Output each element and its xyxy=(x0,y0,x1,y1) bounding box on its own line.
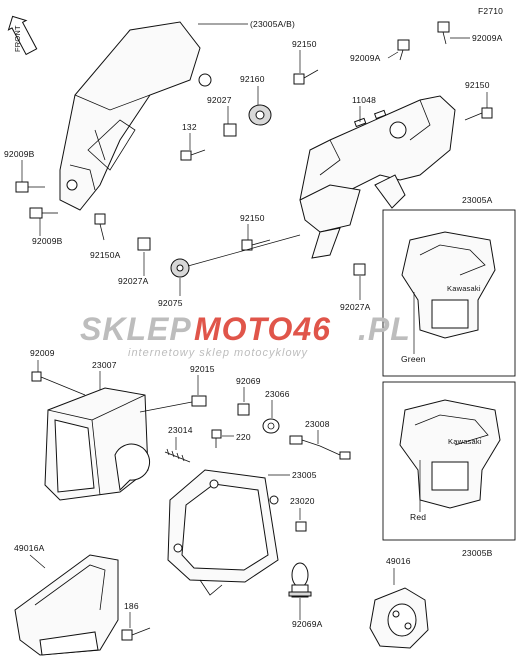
rubber-cover-49016 xyxy=(369,587,429,649)
part-92160-label: 92160 xyxy=(240,74,265,84)
watermark-suffix: .PL xyxy=(358,311,411,347)
svg-text:Kawasaki: Kawasaki xyxy=(448,437,482,446)
part-92075-label: 92075 xyxy=(158,298,183,308)
bolt-92009 xyxy=(31,371,86,396)
front-cowl-part xyxy=(59,21,212,211)
socket-23066 xyxy=(262,418,280,434)
grommet-92075 xyxy=(170,258,190,278)
adjust-screw-23014 xyxy=(164,448,191,463)
part-92027a-label-right: 92027A xyxy=(340,302,371,312)
front-arrow-icon: FRONT xyxy=(7,15,38,56)
part-186-label: 186 xyxy=(124,601,139,611)
part-23014-label: 23014 xyxy=(168,425,193,435)
headlight-housing-23005 xyxy=(167,469,279,596)
part-92069a-label: 92069A xyxy=(292,619,323,629)
part-92150-label-top: 92150 xyxy=(292,39,317,49)
part-23005ab-label: (23005A/B) xyxy=(250,19,295,29)
part-23005-label: 23005 xyxy=(292,470,317,480)
dust-cover-49016a xyxy=(14,554,119,656)
bracket-11048 xyxy=(299,95,456,259)
variant-a-color: Green xyxy=(401,354,426,364)
part-92009a-label-1: 92009A xyxy=(350,53,381,63)
part-132-label: 132 xyxy=(182,122,197,132)
watermark: SKLEP MOTO46 .PL internetowy sklep motoc… xyxy=(80,311,411,359)
part-92069-label: 92069 xyxy=(236,376,261,386)
part-49016-label: 49016 xyxy=(386,556,411,566)
bolt-186 xyxy=(121,627,151,641)
front-label: FRONT xyxy=(13,25,22,52)
part-92015-label: 92015 xyxy=(190,364,215,374)
variant-b-code: 23005B xyxy=(462,548,493,558)
clip-92015 xyxy=(191,395,207,407)
part-11048-label: 11048 xyxy=(352,95,376,105)
bolt-92150a xyxy=(94,213,106,241)
bolt-132 xyxy=(180,149,206,161)
variant-b-frame xyxy=(382,381,516,541)
variant-a-frame xyxy=(382,209,516,377)
bolt-92009a-2 xyxy=(437,21,450,45)
watermark-brand-red: MOTO46 xyxy=(194,311,331,347)
part-23007-label: 23007 xyxy=(92,360,117,370)
figure-code: F2710 xyxy=(478,6,503,16)
bolt-92009b-2 xyxy=(29,207,58,219)
harness-23008 xyxy=(289,435,351,460)
part-23020-label: 23020 xyxy=(290,496,315,506)
part-92009b-label-1: 92009B xyxy=(4,149,35,159)
part-92150a-label: 92150A xyxy=(90,250,121,260)
variant-b-color: Red xyxy=(410,512,426,522)
part-92150-label-middle: 92150 xyxy=(240,213,265,223)
bulb-92069a xyxy=(288,562,312,598)
part-49016a-label: 49016A xyxy=(14,543,45,553)
variant-a-code: 23005A xyxy=(462,195,493,205)
screw-220 xyxy=(211,429,222,448)
part-92009a-label-2: 92009A xyxy=(472,33,503,43)
part-92027a-label-left: 92027A xyxy=(118,276,149,286)
grommet-92160 xyxy=(248,104,272,126)
part-92009b-label-2: 92009B xyxy=(32,236,63,246)
nut-23020 xyxy=(295,521,307,532)
collar-92027a-right xyxy=(353,263,366,276)
watermark-tagline: internetowy sklep motocyklowy xyxy=(128,347,309,359)
bulb-92069 xyxy=(237,403,250,416)
part-92027-label: 92027 xyxy=(207,95,232,105)
watermark-brand-grey: SKLEP xyxy=(80,311,192,347)
bolt-92150-right xyxy=(464,107,493,121)
part-23066-label: 23066 xyxy=(265,389,290,399)
variant-a-cowl: Kawasaki xyxy=(401,231,496,339)
headlight-unit-23007 xyxy=(44,387,151,501)
bolt-92009b-1 xyxy=(15,181,45,193)
svg-text:Kawasaki: Kawasaki xyxy=(447,284,481,293)
part-220-label: 220 xyxy=(236,432,251,442)
bolt-92009a-1 xyxy=(397,39,410,61)
bolt-92150-middle xyxy=(241,239,271,251)
collar-92027 xyxy=(223,123,237,137)
variant-b-cowl: Kawasaki xyxy=(399,399,501,509)
part-23008-label: 23008 xyxy=(305,419,330,429)
collar-92027a-left xyxy=(137,237,151,251)
part-92009-label: 92009 xyxy=(30,348,55,358)
bolt-92150-top xyxy=(293,69,319,85)
part-92150-label-right: 92150 xyxy=(465,80,490,90)
